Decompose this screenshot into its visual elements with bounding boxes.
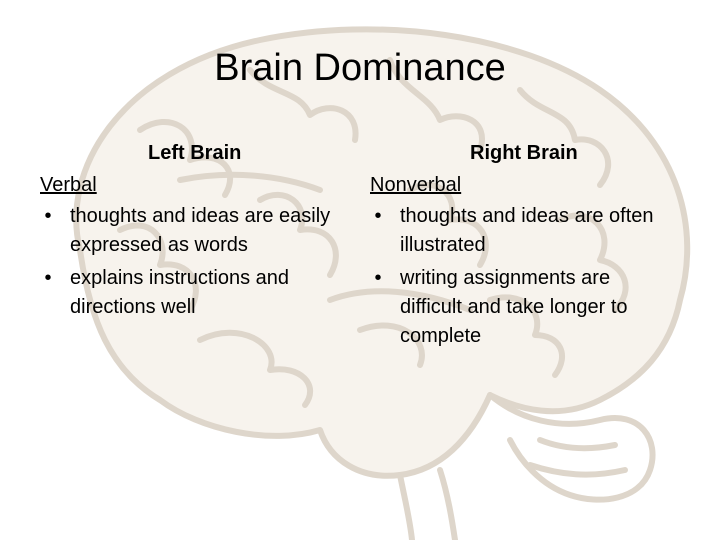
right-brain-heading: Right Brain [470,142,578,164]
right-brain-bullet-list: • thoughts and ideas are often illustrat… [370,202,675,351]
left-brain-subheading: Verbal [40,174,97,196]
left-brain-bullet-list: • thoughts and ideas are easily expresse… [40,202,340,322]
bullet-icon: • [374,205,382,227]
bullet-text: thoughts and ideas are often illustrated [400,205,654,256]
list-item: • writing assignments are difficult and … [370,264,675,351]
list-item: • explains instructions and directions w… [40,264,340,322]
bullet-icon: • [44,205,52,227]
bullet-text: writing assignments are difficult and ta… [400,267,628,347]
list-item: • thoughts and ideas are easily expresse… [40,202,340,260]
bullet-text: thoughts and ideas are easily expressed … [70,205,331,256]
right-brain-subheading: Nonverbal [370,174,462,196]
list-item: • thoughts and ideas are often illustrat… [370,202,675,260]
slide-title: Brain Dominance [214,47,506,89]
bullet-text: explains instructions and directions wel… [70,267,290,318]
right-brain-column: Right Brain Nonverbal • thoughts and ide… [370,138,675,355]
left-brain-heading: Left Brain [148,142,242,164]
bullet-icon: • [374,267,382,289]
bullet-icon: • [44,267,52,289]
left-brain-column: Left Brain Verbal • thoughts and ideas a… [40,138,340,326]
